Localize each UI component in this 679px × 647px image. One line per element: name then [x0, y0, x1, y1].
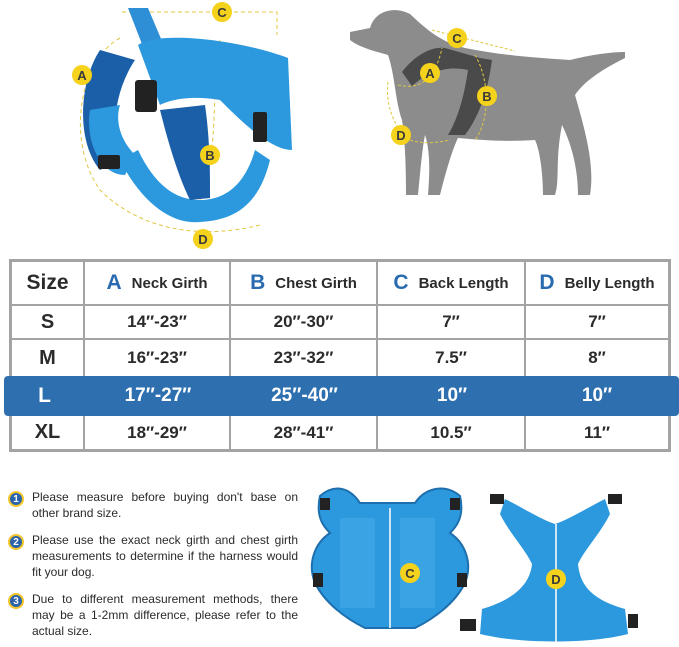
marker-c: C: [447, 28, 467, 48]
header-letter: C: [393, 271, 409, 294]
neck-cell: 14″-23″: [85, 306, 231, 338]
belly-cell: 10″: [581, 385, 613, 406]
neck-cell: 18″-29″: [85, 416, 231, 449]
neck-cell: 16″-23″: [85, 340, 231, 376]
header-label: Chest Girth: [275, 274, 357, 292]
marker-d: D: [546, 569, 566, 589]
header-label: Belly Length: [564, 274, 655, 292]
note-item: 1 Please measure before buying don't bas…: [8, 489, 298, 521]
marker-d: D: [193, 229, 213, 249]
header-neck-girth: A Neck Girth: [85, 262, 231, 304]
marker-c: C: [212, 2, 232, 22]
back-cell: 10″: [436, 385, 468, 406]
measurement-notes: 1 Please measure before buying don't bas…: [8, 489, 298, 647]
note-text: Please use the exact neck girth and ches…: [32, 533, 298, 579]
table-row: S 14″-23″ 20″-30″ 7″ 7″: [12, 306, 668, 340]
neck-cell: 17″-27″: [124, 385, 192, 406]
harness-illustration: [79, 8, 292, 233]
note-item: 2 Please use the exact neck girth and ch…: [8, 532, 298, 580]
size-cell: L: [38, 384, 51, 407]
harness-back-icon: [310, 487, 470, 629]
dog-measurement-diagram: C A B D: [340, 0, 640, 210]
size-cell: S: [12, 306, 85, 338]
note-item: 3 Due to different measurement methods, …: [8, 591, 298, 639]
marker-a: A: [420, 63, 440, 83]
belly-cell: 11″: [583, 422, 611, 442]
table-row-highlighted: L 17″-27″ 25″-40″ 10″ 10″: [4, 376, 679, 416]
harness-belly-panel-image: D: [450, 484, 640, 644]
note-text: Due to different measurement methods, th…: [32, 592, 298, 638]
header-back-length: C Back Length: [378, 262, 526, 304]
chest-cell: 28″-41″: [231, 416, 378, 449]
number-badge-icon: 1: [8, 491, 24, 507]
back-cell: 7″: [378, 306, 526, 338]
table-row: XL 18″-29″ 28″-41″ 10.5″ 11″: [12, 416, 668, 449]
back-cell: 10.5″: [378, 416, 526, 449]
header-belly-length: D Belly Length: [526, 262, 668, 304]
belly-cell: 7″: [588, 312, 606, 331]
number-badge-icon: 3: [8, 593, 24, 609]
table-header-row: Size A Neck Girth B Chest Girth C Back L…: [12, 262, 668, 306]
size-cell: XL: [12, 416, 85, 449]
belly-cell: 8″: [588, 348, 606, 367]
header-size: Size: [12, 262, 85, 304]
chest-cell: 23″-32″: [231, 340, 378, 376]
header-label: Neck Girth: [131, 274, 208, 292]
chest-cell: 25″-40″: [271, 385, 338, 406]
size-cell: M: [12, 340, 85, 376]
harness-belly-icon: [460, 494, 638, 642]
marker-b: B: [200, 145, 220, 165]
marker-a: A: [72, 65, 92, 85]
header-chest-girth: B Chest Girth: [231, 262, 378, 304]
size-chart-table: Size A Neck Girth B Chest Girth C Back L…: [4, 259, 679, 452]
header-letter: A: [106, 271, 122, 294]
chest-cell: 20″-30″: [231, 306, 378, 338]
marker-c: C: [400, 563, 420, 583]
back-cell: 7.5″: [378, 340, 526, 376]
header-letter: D: [539, 271, 555, 294]
marker-b: B: [477, 86, 497, 106]
note-text: Please measure before buying don't base …: [32, 490, 298, 520]
number-badge-icon: 2: [8, 534, 24, 550]
harness-top-image: C A B D: [60, 0, 300, 250]
table-row: M 16″-23″ 23″-32″ 7.5″ 8″: [12, 340, 668, 376]
header-label: Back Length: [418, 274, 509, 292]
header-letter: B: [250, 271, 266, 294]
harness-back-panel-image: C: [305, 478, 475, 638]
marker-d: D: [391, 125, 411, 145]
